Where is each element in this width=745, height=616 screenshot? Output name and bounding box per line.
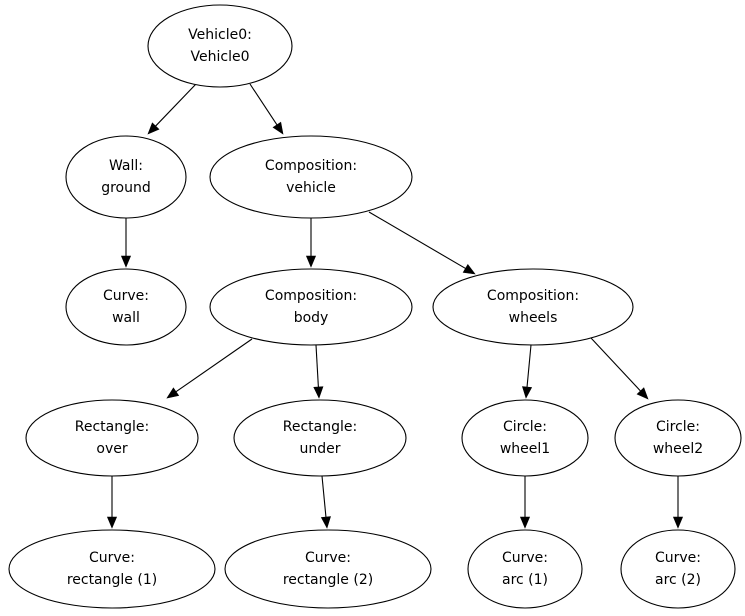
node-label-type: Curve: xyxy=(655,550,701,566)
graph-node-composition_vehicle[interactable]: Composition: vehicle xyxy=(209,135,413,219)
node-label-name: wheel2 xyxy=(653,441,703,457)
edge-arrowhead-icon xyxy=(272,121,284,135)
edge-arrowhead-icon xyxy=(305,255,317,268)
edge-arrowhead-icon xyxy=(672,516,684,529)
graph-node-vehicle0[interactable]: Vehicle0: Vehicle0 xyxy=(147,4,293,88)
node-label-name: wheels xyxy=(509,310,558,326)
node-label-type: Curve: xyxy=(103,288,149,304)
node-ellipse[interactable] xyxy=(614,399,742,477)
node-label-type: Rectangle: xyxy=(75,419,149,435)
node-label-name: wheel1 xyxy=(500,441,550,457)
edge-line xyxy=(155,83,197,127)
edge-arrowhead-icon xyxy=(636,387,649,400)
graph-node-curve_arc_1[interactable]: Curve: arc (1) xyxy=(467,529,583,609)
node-label-name: arc (1) xyxy=(502,572,548,588)
edge-line xyxy=(315,344,319,388)
graph-node-curve_rectangle_2[interactable]: Curve: rectangle (2) xyxy=(224,529,432,609)
node-label-name: body xyxy=(294,310,329,326)
graph-node-rectangle_under[interactable]: Rectangle: under xyxy=(233,399,407,477)
node-label-name: arc (2) xyxy=(655,572,701,588)
graph-edge xyxy=(305,218,317,268)
graph-edge xyxy=(368,211,476,275)
edge-arrowhead-icon xyxy=(522,386,533,399)
graph-edge xyxy=(522,344,533,399)
node-label-type: Curve: xyxy=(89,550,135,566)
node-label-type: Composition: xyxy=(265,158,357,174)
edge-arrowhead-icon xyxy=(462,263,476,275)
edge-line xyxy=(175,338,253,393)
graph-node-rectangle_over[interactable]: Rectangle: over xyxy=(25,399,199,477)
edge-arrowhead-icon xyxy=(320,516,331,529)
node-label-name: over xyxy=(96,441,127,457)
graph-node-circle_wheel2[interactable]: Circle: wheel2 xyxy=(614,399,742,477)
node-label-name: rectangle (1) xyxy=(67,572,157,588)
node-ellipse[interactable] xyxy=(65,135,187,219)
edge-line xyxy=(368,211,466,269)
node-label-type: Composition: xyxy=(265,288,357,304)
graph-edge xyxy=(320,475,331,529)
node-ellipse[interactable] xyxy=(461,399,589,477)
node-label-type: Rectangle: xyxy=(283,419,357,435)
node-label-type: Composition: xyxy=(487,288,579,304)
graph-edge xyxy=(313,344,324,399)
edge-line xyxy=(249,83,278,126)
node-ellipse[interactable] xyxy=(65,268,187,346)
edge-line xyxy=(321,475,327,518)
node-label-name: rectangle (2) xyxy=(283,572,373,588)
graph-edge xyxy=(147,83,197,135)
edge-line xyxy=(590,337,641,392)
nodes-layer: Vehicle0:Vehicle0Wall:groundComposition:… xyxy=(8,4,742,609)
node-ellipse[interactable] xyxy=(8,529,216,609)
graph-node-composition_wheels[interactable]: Composition: wheels xyxy=(432,268,634,346)
node-ellipse[interactable] xyxy=(224,529,432,609)
graph-node-curve_rectangle_1[interactable]: Curve: rectangle (1) xyxy=(8,529,216,609)
node-ellipse[interactable] xyxy=(432,268,634,346)
edge-arrowhead-icon xyxy=(313,386,324,399)
graph-node-curve_arc_2[interactable]: Curve: arc (2) xyxy=(620,529,736,609)
graph-edge xyxy=(519,476,531,529)
node-label-name: under xyxy=(299,441,340,457)
node-label-name: Vehicle0 xyxy=(191,49,250,65)
graph-edge xyxy=(106,476,118,529)
graph-edge xyxy=(672,476,684,529)
node-label-type: Curve: xyxy=(305,550,351,566)
edge-line xyxy=(526,344,532,388)
node-label-type: Circle: xyxy=(503,419,547,435)
node-label-name: ground xyxy=(101,180,151,196)
node-label-name: vehicle xyxy=(286,180,336,196)
graph-node-wall_ground[interactable]: Wall: ground xyxy=(65,135,187,219)
graph-node-curve_wall[interactable]: Curve: wall xyxy=(65,268,187,346)
node-label-name: wall xyxy=(112,310,140,326)
node-ellipse[interactable] xyxy=(209,268,413,346)
edges-layer xyxy=(106,83,684,529)
graph-edge xyxy=(590,337,649,400)
graph-node-composition_body[interactable]: Composition: body xyxy=(209,268,413,346)
edge-arrowhead-icon xyxy=(147,122,160,135)
node-ellipse[interactable] xyxy=(620,529,736,609)
node-ellipse[interactable] xyxy=(467,529,583,609)
edge-arrowhead-icon xyxy=(106,516,118,529)
node-label-type: Curve: xyxy=(502,550,548,566)
graph-node-circle_wheel1[interactable]: Circle: wheel1 xyxy=(461,399,589,477)
edge-arrowhead-icon xyxy=(519,516,531,529)
graph-edge xyxy=(166,338,253,399)
node-ellipse[interactable] xyxy=(25,399,199,477)
graph-edge xyxy=(249,83,284,135)
node-label-type: Circle: xyxy=(656,419,700,435)
node-ellipse[interactable] xyxy=(233,399,407,477)
graph-edge xyxy=(120,218,132,268)
node-label-type: Vehicle0: xyxy=(188,27,252,43)
node-ellipse[interactable] xyxy=(147,4,293,88)
node-ellipse[interactable] xyxy=(209,135,413,219)
edge-arrowhead-icon xyxy=(166,387,180,399)
edge-arrowhead-icon xyxy=(120,255,132,268)
node-label-type: Wall: xyxy=(109,158,143,174)
